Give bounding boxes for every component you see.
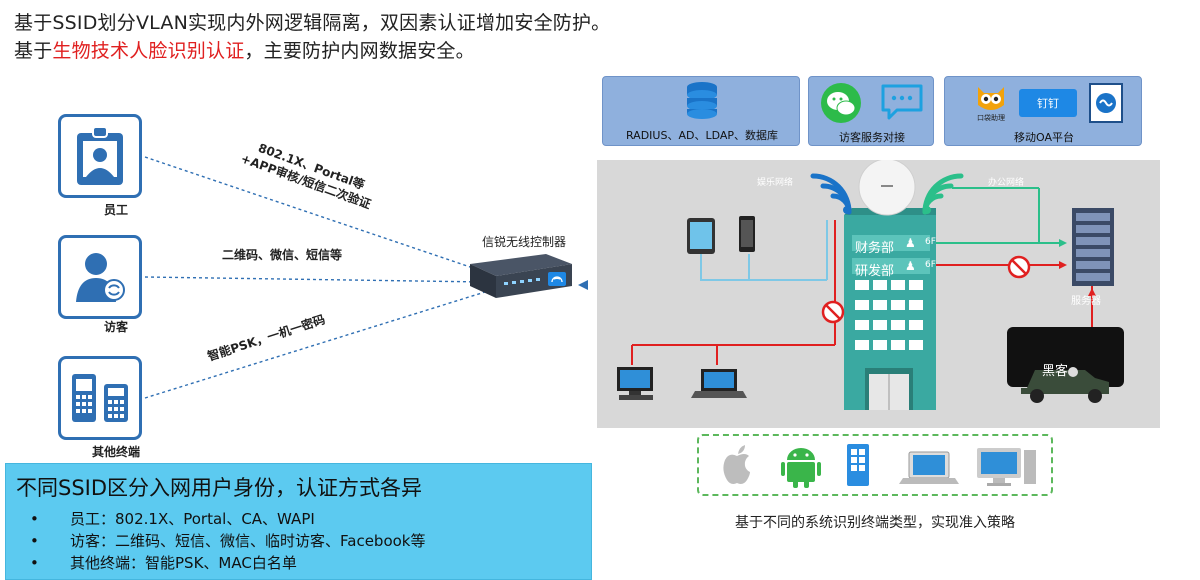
os-identification-box <box>697 434 1053 496</box>
floor-6f-b: 6F <box>925 260 936 270</box>
headline-prefix: 基于 <box>14 40 53 62</box>
auth-server-box[interactable]: RADIUS、AD、LDAP、数据库 <box>602 76 800 146</box>
android-icon <box>781 448 821 488</box>
headline-suffix: ，主要防护内网数据安全。 <box>244 40 475 62</box>
controller-label: 信锐无线控制器 <box>482 235 567 249</box>
visitor-label: 访客 <box>103 320 128 334</box>
other-terminal-label: 其他终端 <box>91 445 140 459</box>
person-icon-finance: ♟ <box>905 236 916 250</box>
bullet-employee: •员工：802.1X、Portal、CA、WAPI <box>30 510 315 528</box>
dingtalk-label: 钉钉 <box>1037 97 1059 110</box>
dingtalk-badge: 钉钉 <box>1019 89 1077 117</box>
oa-platform-box[interactable]: 口袋助理 钉钉 移动OA平台 <box>944 76 1142 146</box>
laptop-icon <box>899 451 959 484</box>
desktop-icon <box>977 448 1036 486</box>
rd-dept-label: 研发部 <box>855 264 895 279</box>
koudai-assistant-label: 口袋助理 <box>977 114 1005 122</box>
visitor-icon <box>76 253 125 302</box>
database-icon <box>687 82 717 119</box>
bullet-visitor: •访客：二维码、短信、微信、临时访客、Facebook等 <box>30 532 426 550</box>
headline-line-2: 基于生物技术人脸识别认证，主要防护内网数据安全。 <box>14 36 475 63</box>
bullet-other-text: 其他终端：智能PSK、MAC白名单 <box>70 554 297 572</box>
auth-server-caption: RADIUS、AD、LDAP、数据库 <box>625 129 779 142</box>
entertainment-network-label: 娱乐网络 <box>757 178 794 188</box>
visitor-service-box[interactable]: 访客服务对接 <box>808 76 934 146</box>
panel-title: 不同SSID区分入网用户身份，认证方式各异 <box>16 476 423 500</box>
wechat-icon <box>821 83 861 123</box>
server-label: 服务器 <box>1071 296 1101 307</box>
finance-dept-label: 财务部 <box>855 241 895 256</box>
ssid-info-panel: 不同SSID区分入网用户身份，认证方式各异 •员工：802.1X、Portal、… <box>5 463 592 580</box>
employee-label: 员工 <box>103 203 128 217</box>
phone-terminal-icon <box>72 374 128 422</box>
person-icon-rd: ♟ <box>905 259 916 273</box>
employee-badge-icon <box>77 126 123 185</box>
headline-highlight: 生物技术人脸识别认证 <box>52 40 245 62</box>
visitor-service-caption: 访客服务对接 <box>839 131 905 144</box>
headline-line-1: 基于SSID划分VLAN实现内外网逻辑隔离，双因素认证增加安全防护。 <box>14 12 611 34</box>
os-icon-row <box>723 444 1036 488</box>
campus-diagram <box>617 160 1124 410</box>
oa-app-tile <box>1089 83 1123 123</box>
os-identification-caption: 基于不同的系统识别终端类型，实现准入策略 <box>735 515 1015 531</box>
sms-icon <box>881 84 923 120</box>
koudai-assistant-icon <box>978 87 1004 110</box>
apple-icon <box>723 445 750 484</box>
hacker-label: 黑客 <box>1042 364 1069 379</box>
floor-6f-a: 6F <box>925 237 936 247</box>
bullet-other: •其他终端：智能PSK、MAC白名单 <box>30 554 297 572</box>
employee-card[interactable] <box>58 114 142 198</box>
wireless-controller-device[interactable] <box>460 250 575 310</box>
other-terminal-card[interactable] <box>58 356 142 440</box>
visitor-card[interactable] <box>58 235 142 319</box>
visitor-auth-methods: 二维码、微信、短信等 <box>222 248 343 262</box>
bullet-employee-text: 员工：802.1X、Portal、CA、WAPI <box>70 510 315 528</box>
link-app-icon <box>1096 93 1116 113</box>
oa-platform-caption: 移动OA平台 <box>1014 131 1074 144</box>
office-network-label: 办公网络 <box>988 178 1025 188</box>
bullet-visitor-text: 访客：二维码、短信、微信、临时访客、Facebook等 <box>70 532 426 550</box>
windows-phone-icon <box>847 444 869 486</box>
